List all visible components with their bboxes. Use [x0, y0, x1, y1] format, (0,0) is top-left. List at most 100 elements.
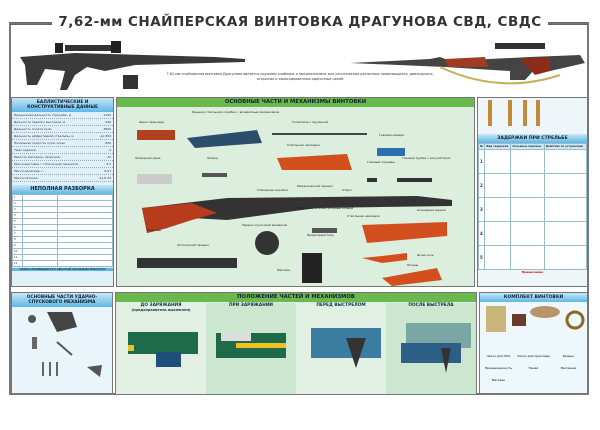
- part-label: Ствол: [342, 188, 352, 192]
- delay-row: 1: [477, 149, 588, 174]
- part-label: Крышка ствольной коробки с возвратным ме…: [192, 110, 280, 114]
- ballistic-label: Масса патрона: [14, 176, 38, 180]
- ballistic-title: БАЛЛИСТИЧЕСКИЕ И КОНСТРУКТИВНЫЕ ДАННЫЕ: [12, 98, 113, 112]
- part-label: Газовая камера: [379, 133, 404, 137]
- ballistic-value: 830: [105, 141, 111, 145]
- mechanism-diagram: [128, 332, 198, 367]
- stage-before-loading: ДО ЗАРЯЖАНИЯ (предохранитель выключен): [116, 303, 206, 394]
- ballistic-label: Емкость магазина, патронов: [14, 155, 60, 159]
- ballistic-label: Дальность полета пули: [14, 127, 52, 131]
- part-label: Механический прицел: [297, 184, 333, 188]
- kit-item: Чехол для ПСО: [486, 354, 511, 358]
- disassembly-title: НЕПОЛНАЯ РАЗБОРКА: [12, 185, 113, 194]
- kit-item: Чехол для приклада: [517, 354, 550, 358]
- ballistic-value: 10: [107, 155, 111, 159]
- part-label: Предохранитель: [307, 233, 334, 237]
- part-label: Магазин: [277, 268, 291, 272]
- ballistic-label: Темп нарезов: [14, 148, 36, 152]
- ballistic-row: Дальность полета пули 3800: [12, 126, 113, 133]
- part-label: Газовая трубка с регулятором: [402, 156, 451, 160]
- ballistic-value: 1300: [103, 113, 111, 117]
- stage-before-shot: ПЕРЕД ВЫСТРЕЛОМ: [296, 303, 386, 394]
- ballistic-label: Начальная скорость пули, м/сек: [14, 141, 66, 145]
- ballistic-panel: БАЛЛИСТИЧЕСКИЕ И КОНСТРУКТИВНЫЕ ДАННЫЕ П…: [11, 97, 114, 287]
- delays-title: ЗАДЕРЖКИ ПРИ СТРЕЛЬБЕ: [478, 134, 587, 143]
- ballistic-row: Начальная скорость пули, м/сек 830: [12, 140, 113, 147]
- delay-row: 5: [477, 245, 588, 270]
- part-label: Ствольная накладка: [347, 214, 380, 218]
- ballistic-row: Прицельная дальность стрельбы, м 1300: [12, 112, 113, 119]
- delays-note: Примечание: [521, 270, 544, 274]
- ballistic-row: Дальность эффективной стрельбы, м до 800: [12, 133, 113, 140]
- positions-title: ПОЛОЖЕНИЕ ЧАСТЕЙ И МЕХАНИЗМОВ: [116, 293, 476, 302]
- ballistic-label: Дальность эффективной стрельбы, м: [14, 134, 74, 138]
- ballistic-row: Емкость магазина, патронов 10: [12, 154, 113, 161]
- parts-panel: ОСНОВНЫЕ ЧАСТИ И МЕХАНИЗМЫ ВИНТОВКИ Щека…: [116, 97, 475, 287]
- disassembly-row: 3: [12, 206, 113, 213]
- positions-panel: ПОЛОЖЕНИЕ ЧАСТЕЙ И МЕХАНИЗМОВ ДО ЗАРЯЖАН…: [115, 292, 477, 394]
- stage-label: ПЕРЕД ВЫСТРЕЛОМ: [316, 303, 366, 308]
- part-label: Газовый поршень: [367, 160, 396, 164]
- stage-after-shot: ПОСЛЕ ВЫСТРЕЛА: [386, 303, 476, 394]
- ballistic-label: Масса винтовки с оптическим прицелом: [14, 162, 79, 166]
- delay-row: 3: [477, 197, 588, 222]
- mechanism-diagram: [401, 323, 471, 373]
- ballistic-row: Масса винтовки с оптическим прицелом 4,3: [12, 161, 113, 168]
- delay-row: 4: [477, 221, 588, 246]
- kit-item: Магазин: [491, 378, 506, 382]
- ballistic-row: Масса магазина, г 0,21: [12, 168, 113, 175]
- part-label: Приклад: [147, 228, 161, 232]
- intro-text: 7,62-мм снайперская винтовка Драгунова я…: [166, 72, 434, 81]
- cartridges-image: [488, 100, 540, 126]
- delay-number: 5: [477, 245, 486, 270]
- ballistic-value: 0,21: [104, 169, 111, 173]
- kit-item: Принадлежность: [484, 366, 513, 370]
- kit-item: Масленка: [560, 366, 577, 370]
- ballistic-value: 21,8-24: [99, 176, 111, 180]
- part-label: Ствольная накладка: [287, 143, 320, 147]
- part-label: Ножны: [407, 263, 419, 267]
- ballistic-label: Прицельная дальность стрельбы, м: [14, 113, 71, 117]
- svd-rifle-image: [20, 41, 245, 90]
- ballistic-value: до 800: [100, 134, 111, 138]
- part-label: Толкатель с пружиной: [292, 120, 329, 124]
- disassembly-row: 5: [12, 218, 113, 225]
- stage-label: ДО ЗАРЯЖАНИЯ: [140, 303, 182, 308]
- ballistic-value: 3800: [103, 127, 111, 131]
- title-text: 7,62-мм СНАЙПЕРСКАЯ ВИНТОВКА ДРАГУНОВА С…: [52, 14, 548, 30]
- part-label: Штык-нож: [417, 253, 434, 257]
- kit-item: Ремень: [562, 354, 575, 358]
- mechanism-diagram: [216, 333, 286, 358]
- delay-row: 2: [477, 173, 588, 198]
- trigger-parts-image: [28, 312, 102, 377]
- stage-loading: ПРИ ЗАРЯЖАНИИ: [206, 303, 296, 394]
- ballistic-row: Масса патрона 21,8-24: [12, 175, 113, 182]
- ballistic-label: Масса магазина, г: [14, 169, 43, 173]
- stage-label: ПРИ ЗАРЯЖАНИИ: [228, 303, 274, 308]
- disassembly-footer: СБОРКА ПРОИЗВОДИТСЯ В ОБРАТНОЙ ПОСЛЕДОВА…: [12, 268, 113, 271]
- disassembly-table: 1 2 3 4 5 6 7 8 9 10 11 12: [12, 194, 113, 267]
- parts-title: ОСНОВНЫЕ ЧАСТИ И МЕХАНИЗМЫ ВИНТОВКИ: [117, 98, 474, 107]
- ballistic-value: 4: [109, 148, 111, 152]
- svds-rifle-image: [350, 43, 585, 85]
- part-label: Верхнее и нижнее упорные кольца: [297, 206, 354, 210]
- trigger-panel: ОСНОВНЫЕ ЧАСТИ УДАРНО-СПУСКОВОГО МЕХАНИЗ…: [11, 292, 113, 394]
- part-label: Оптический прицел: [177, 243, 209, 247]
- part-label: Основание мушки: [417, 208, 446, 212]
- mechanism-diagram: [311, 328, 381, 368]
- parts-illustration: [137, 130, 452, 286]
- ballistic-row: Темп нарезов 4: [12, 147, 113, 154]
- part-label: Ствольная коробка: [257, 188, 288, 192]
- ballistic-label: Дальность прямого выстрела, м: [14, 120, 66, 124]
- poster-title: 7,62-мм СНАЙПЕРСКАЯ ВИНТОВКА ДРАГУНОВА С…: [0, 14, 600, 30]
- part-label: Ударно-спусковой механизм: [242, 223, 288, 227]
- kit-item: Пенал: [528, 366, 539, 370]
- stage-sublabel: (предохранитель выключен): [131, 308, 191, 312]
- ballistic-value: 4,3: [106, 162, 111, 166]
